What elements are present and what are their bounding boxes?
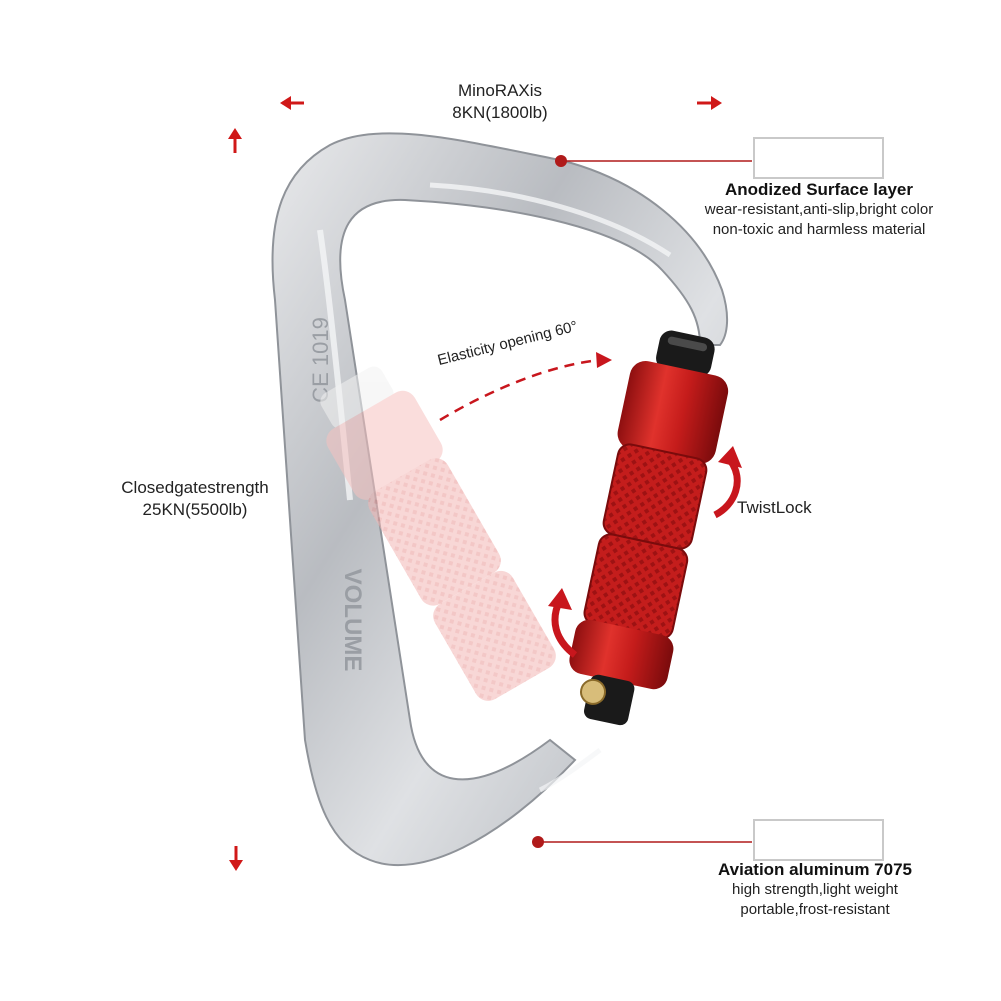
material-callout-line1: high strength,light weight: [732, 881, 898, 898]
surface-callout: Anodized Surface layer wear-resistant,an…: [660, 180, 978, 240]
material-leader-line: [532, 836, 752, 848]
twistlock-gate: [569, 330, 729, 726]
side-axis-label: Closedgatestrength 25KN(5500lb): [100, 477, 290, 521]
surface-callout-line1: wear-resistant,anti-slip,bright color: [704, 201, 934, 218]
curved-arrow-icon: [713, 457, 741, 519]
surface-swatch: [753, 137, 884, 179]
curved-arrow-icon: [596, 352, 612, 368]
material-callout: Aviation aluminum 7075 high strength,lig…: [700, 860, 930, 920]
ghost-gate: [320, 366, 556, 701]
arrow-right-icon: [697, 96, 722, 110]
curved-arrow-icon: [718, 446, 742, 468]
material-swatch: [753, 819, 884, 861]
side-axis-title: Closedgatestrength: [121, 478, 269, 497]
side-axis-value: 25KN(5500lb): [142, 500, 248, 519]
top-axis-label: MinoRAXis 8KN(1800lb): [430, 80, 570, 124]
curved-arrow-icon: [548, 588, 572, 610]
arrow-up-icon: [228, 128, 242, 153]
opening-arc: [439, 358, 601, 422]
material-callout-title: Aviation aluminum 7075: [718, 860, 912, 879]
engraving-brand: VOLUME: [339, 569, 366, 672]
top-axis-title: MinoRAXis: [457, 81, 543, 100]
surface-leader-line: [555, 155, 752, 167]
engraving-cert: CE 1019: [308, 317, 333, 403]
material-callout-line2: portable,frost-resistant: [740, 901, 890, 918]
arrow-left-icon: [280, 96, 304, 110]
arrow-down-icon: [229, 846, 243, 871]
top-axis-value: 8KN(1800lb): [452, 103, 548, 122]
surface-callout-title: Anodized Surface layer: [724, 180, 913, 199]
twistlock-label: TwistLock: [737, 498, 812, 517]
surface-callout-line2: non-toxic and harmless material: [712, 221, 926, 238]
